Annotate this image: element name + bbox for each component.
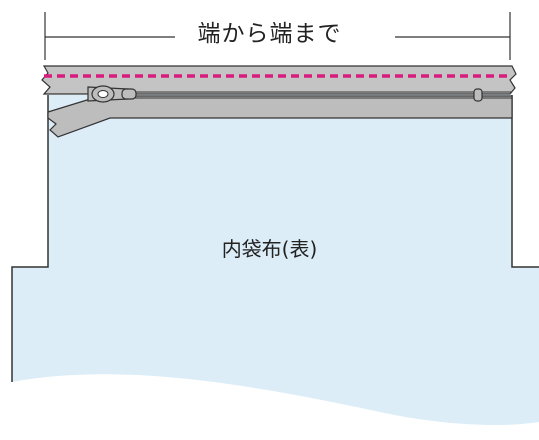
zipper-slider: [87, 85, 137, 103]
fabric-outline-left: [11, 95, 49, 382]
dimension-label: 端から端まで: [197, 21, 342, 47]
fabric-body: [12, 95, 539, 425]
fabric-outline-right: [511, 95, 539, 268]
fabric-label: 内袋布(表): [221, 237, 318, 261]
zipper-lower-tape: [47, 95, 513, 138]
zipper-stop: [473, 88, 483, 102]
